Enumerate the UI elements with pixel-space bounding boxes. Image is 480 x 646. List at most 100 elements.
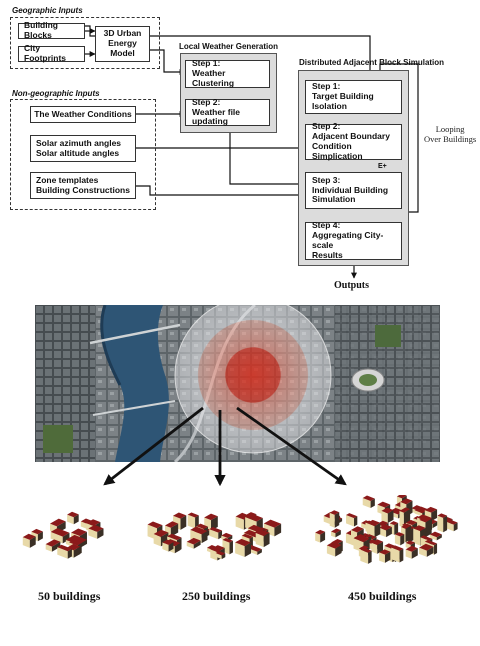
building-block-face: [88, 528, 98, 539]
building-block-face: [62, 532, 70, 544]
building-block-face: [413, 525, 426, 532]
urban-energy-model-box: 3D Urban Energy Model: [95, 26, 150, 62]
building-block-face: [419, 516, 432, 523]
building-block-face: [180, 515, 187, 530]
building-block-face: [399, 548, 404, 563]
building-block-face: [65, 534, 88, 545]
building-block-face: [405, 549, 412, 559]
building-block-face: [315, 529, 326, 535]
building-block-face: [374, 522, 381, 538]
building-block-face: [346, 513, 358, 519]
building-block-face: [331, 528, 341, 534]
building-block-face: [326, 545, 336, 557]
building-block-face: [394, 532, 405, 537]
building-block-face: [255, 529, 270, 537]
building-block-face: [424, 506, 438, 513]
adjacent-boundary-step-number: Step 2:: [312, 121, 341, 132]
geographic-inputs-group: [10, 17, 160, 69]
energyplus-label: E+: [378, 163, 387, 170]
building-block-face: [387, 510, 394, 524]
aggregating-step-number: Step 4:: [312, 220, 341, 231]
building-block-face: [97, 528, 104, 539]
aggregating-step-label1: Aggregating City-scale: [312, 230, 384, 250]
building-block-face: [413, 528, 421, 546]
satellite-map-image: [35, 305, 440, 462]
weather-file-updating-step-label: Weather file updating: [192, 106, 241, 127]
building-block-face: [443, 515, 448, 533]
building-block-face: [360, 547, 372, 553]
building-block-face: [362, 497, 371, 509]
weather-conditions-label: The Weather Conditions: [34, 108, 132, 119]
building-block-face: [153, 529, 169, 537]
urban-energy-model-line1: 3D Urban: [103, 28, 142, 39]
building-block-face: [331, 531, 336, 538]
weather-clustering-step: Step 1: Weather Clustering: [185, 59, 270, 88]
building-block-face: [190, 526, 208, 535]
building-block-face: [391, 547, 400, 563]
building-block-face: [419, 547, 427, 557]
caption-450-buildings: 450 buildings: [348, 589, 417, 603]
building-block-face: [263, 519, 282, 528]
individual-simulation-step-label2: Simulation: [312, 194, 356, 205]
solar-azimuth-label: Solar azimuth angles: [36, 137, 122, 148]
building-block-face: [170, 523, 179, 537]
individual-simulation-step: Step 3: Individual Building Simulation: [305, 172, 402, 209]
building-block-face: [187, 512, 199, 518]
building-block-face: [379, 520, 389, 525]
building-block-face: [201, 530, 208, 544]
building-block-face: [362, 495, 375, 502]
building-block-face: [22, 533, 36, 540]
zone-templates-box: Zone templates Building Constructions: [30, 172, 136, 199]
building-block-face: [315, 532, 321, 543]
building-block-face: [22, 537, 30, 548]
building-block-face: [414, 510, 423, 517]
building-block-face: [73, 546, 81, 558]
building-block-face: [45, 539, 61, 547]
building-block-face: [235, 542, 245, 557]
caption-250-buildings: 250 buildings: [182, 589, 251, 603]
building-block-face: [335, 544, 342, 557]
zone-templates-label: Zone templates: [36, 174, 99, 185]
building-block-face: [370, 498, 375, 509]
building-block-face: [274, 523, 282, 537]
local-weather-heading: Local Weather Generation: [179, 42, 278, 51]
building-block-face: [326, 541, 342, 549]
adjacent-boundary-step-label1: Adjacent Boundary: [312, 131, 390, 142]
building-block-face: [244, 542, 252, 557]
building-block-face: [353, 534, 370, 543]
building-block-face: [204, 513, 218, 521]
building-block-face: [57, 547, 68, 559]
building-block-face: [371, 539, 384, 545]
city-footprints-label: City Footprints: [24, 43, 67, 63]
building-block-face: [429, 534, 437, 541]
satellite-map: [35, 305, 440, 462]
building-block-face: [437, 515, 444, 533]
building-block-face: [389, 521, 399, 526]
building-block-face: [431, 509, 438, 522]
city-footprints-box: City Footprints: [18, 43, 85, 63]
building-block-face: [360, 549, 369, 564]
building-block-face: [391, 545, 404, 551]
building-block-face: [320, 531, 326, 543]
building-block-face: [209, 526, 223, 533]
building-block-face: [147, 521, 163, 529]
building-block-face: [453, 522, 458, 532]
building-block-face: [379, 524, 392, 531]
solar-altitude-label: Solar altitude angles: [36, 147, 120, 158]
building-block-face: [50, 528, 70, 537]
building-block-face: [186, 537, 201, 545]
individual-simulation-step-label1: Individual Building: [312, 184, 389, 195]
building-block-face: [173, 512, 187, 519]
building-block-face: [425, 518, 432, 538]
building-block-face: [366, 519, 381, 527]
geographic-inputs-heading: Geographic Inputs: [12, 6, 83, 15]
building-block-face: [400, 498, 413, 505]
building-block-face: [405, 545, 418, 552]
building-block-face: [73, 514, 79, 525]
weather-file-updating-step: Step 2: Weather file updating: [185, 96, 270, 127]
building-block-face: [51, 541, 61, 552]
building-blocks-box: Building Blocks: [18, 20, 85, 40]
weather-file-updating-step-number: Step 2:: [192, 96, 221, 107]
individual-simulation-step-number: Step 3:: [312, 174, 341, 185]
target-isolation-step-number: Step 1:: [312, 81, 341, 92]
